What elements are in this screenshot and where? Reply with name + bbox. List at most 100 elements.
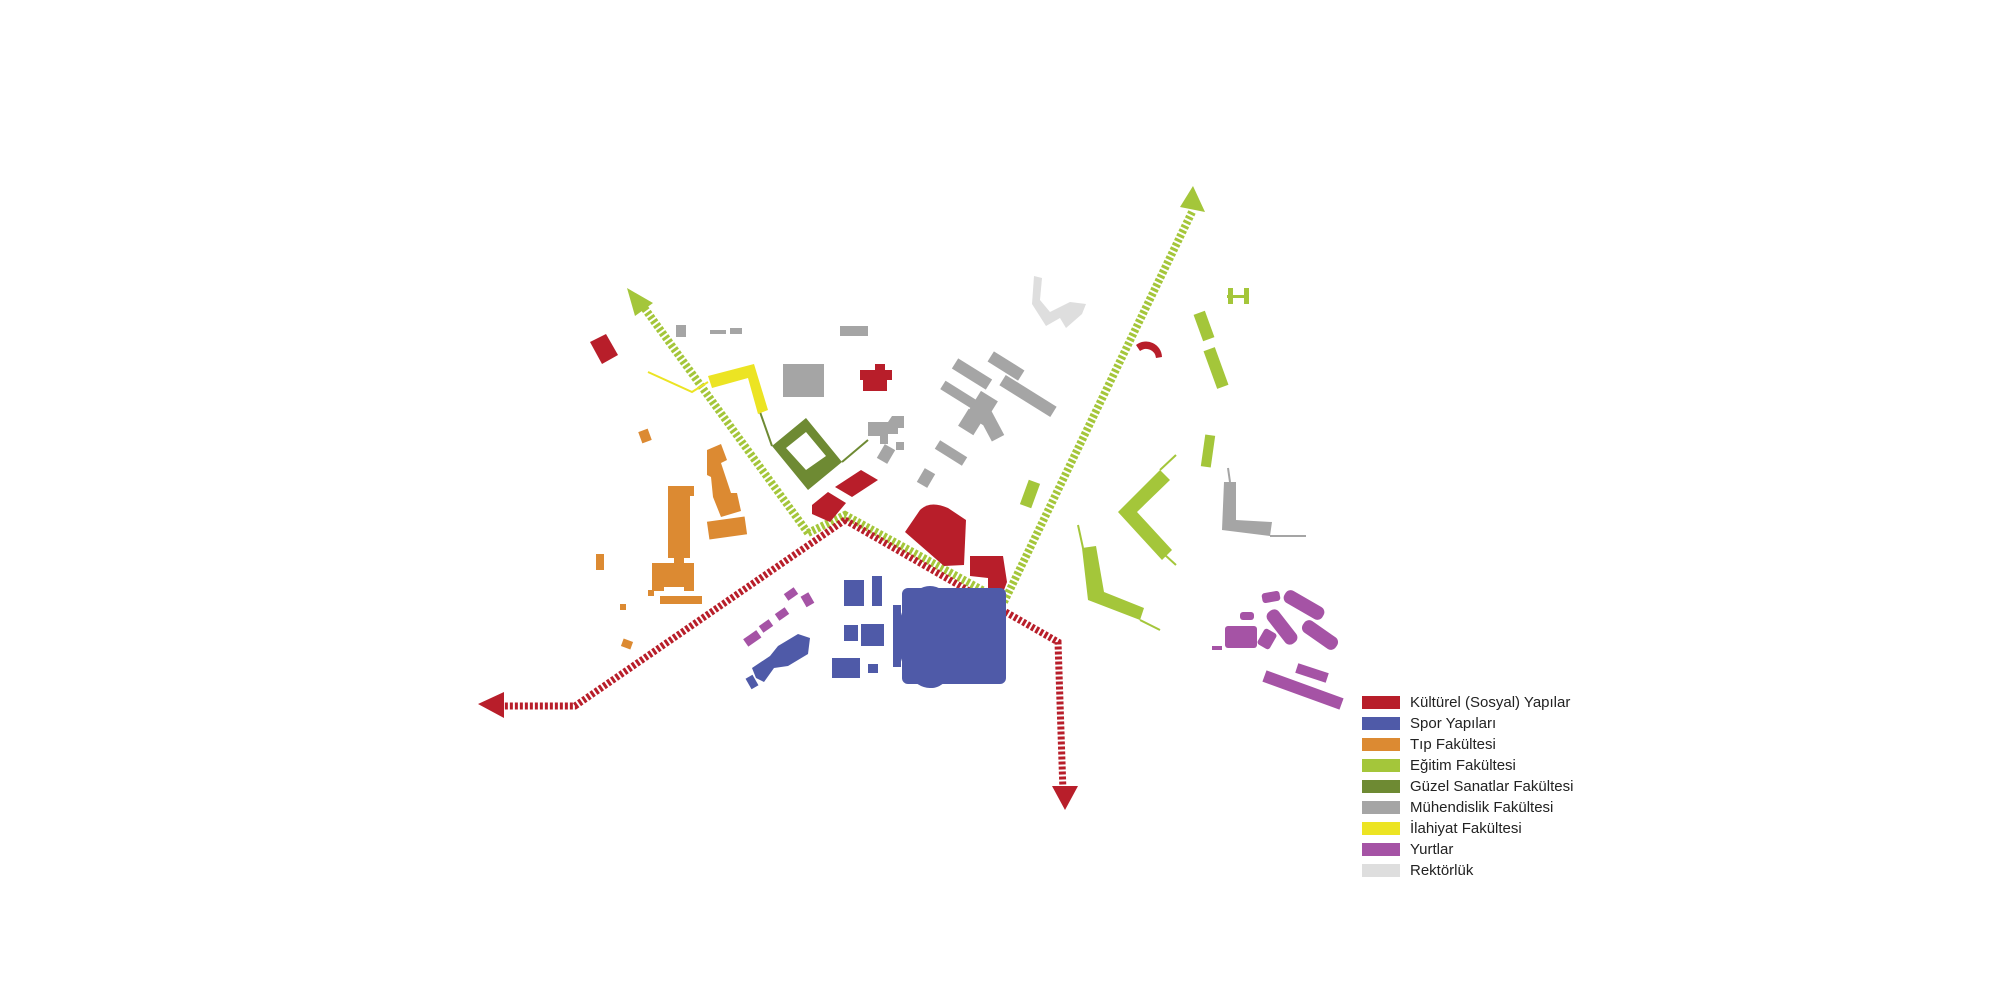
legend-swatch [1362,696,1400,709]
legend-label: Kültürel (Sosyal) Yapılar [1410,694,1571,711]
medical-building [620,604,626,610]
red-arrow-south-icon [1052,786,1078,810]
sports-building [868,664,878,673]
engineering-building [710,330,726,334]
cultural-building [590,334,618,364]
sports-building [844,580,864,606]
engineering-building [916,468,936,488]
stadium [898,586,962,688]
dormitory-building [1212,646,1222,650]
fine-arts-building [772,418,842,490]
rectorate-building [1032,276,1086,328]
legend-item: Güzel Sanatlar Fakültesi [1362,776,1622,797]
green-axis-northwest [636,299,812,536]
education-path [1139,619,1161,631]
legend-item: İlahiyat Fakültesi [1362,818,1622,839]
education-building [1019,479,1041,509]
green-arrow-northwest-icon [627,288,653,316]
dormitory-building [1266,609,1298,645]
legend-label: Güzel Sanatlar Fakültesi [1410,778,1574,795]
legend-swatch [1362,780,1400,793]
medical-building [668,486,694,564]
dormitory-building [800,592,815,608]
medical-building [638,428,652,444]
legend-item: Kültürel (Sosyal) Yapılar [1362,692,1622,713]
fine-arts-path [759,411,773,447]
legend-label: Eğitim Fakültesi [1410,757,1516,774]
fine-arts-faculty-buildings [759,411,869,490]
cultural-building [835,470,878,497]
dormitory-building [1225,626,1257,648]
legend-item: Mühendislik Fakültesi [1362,797,1622,818]
engineering-building [958,408,984,436]
legend-label: Spor Yapıları [1410,715,1497,732]
dormitory-building [1261,590,1281,604]
engineering-building [676,325,686,337]
medical-faculty-buildings [596,428,748,650]
legend-label: Rektörlük [1410,862,1474,879]
cultural-building [812,492,846,522]
legend-swatch [1362,717,1400,730]
green-axis-routes [636,210,1196,606]
legend-item: Tıp Fakültesi [1362,734,1622,755]
rectorate-buildings [1032,276,1086,328]
sports-building [832,658,860,678]
dormitory-building [1295,663,1329,683]
education-path [1164,554,1177,566]
sports-buildings [745,576,1006,690]
medical-building [620,638,634,650]
medical-building [706,516,748,540]
engineering-building [977,408,1005,442]
dormitory-building [774,607,790,621]
medical-building [660,596,702,604]
engineering-building [783,364,824,397]
engineering-building [940,380,978,410]
medical-building [596,554,604,570]
cultural-building [1136,341,1162,358]
sports-building [752,634,810,682]
stadium-stand-west [893,605,901,667]
engineering-building [934,440,968,466]
dormitory-building [1240,612,1254,620]
education-faculty-buildings [1019,288,1249,631]
education-building [1227,295,1249,298]
theology-path [647,371,709,394]
legend-swatch [1362,738,1400,751]
engineering-path [1227,467,1231,483]
legend-label: Tıp Fakültesi [1410,736,1496,753]
engineering-building [987,351,1025,381]
engineering-building [896,442,904,450]
green-axis-center [806,510,1006,606]
legend-swatch [1362,843,1400,856]
dormitory-building [783,587,799,601]
dormitory-building [1283,590,1325,620]
dormitory-building [758,619,774,633]
medical-building [707,444,741,517]
red-axis-east [843,516,1067,793]
legend-item: Eğitim Fakültesi [1362,755,1622,776]
education-building [1082,546,1144,620]
sports-building [745,674,759,690]
legend-item: Yurtlar [1362,839,1622,860]
engineering-building [730,328,742,334]
education-path [1077,524,1084,549]
legend-swatch [1362,801,1400,814]
fine-arts-path [841,439,869,463]
engineering-building [876,444,896,464]
legend-swatch [1362,864,1400,877]
engineering-building [840,326,868,336]
engineering-building [951,358,993,390]
engineering-building [868,416,904,444]
green-axis-northeast [1000,210,1196,604]
cultural-building [860,364,892,391]
legend-item: Rektörlük [1362,860,1622,881]
education-building [1118,470,1172,560]
sports-building [844,625,858,641]
theology-building [708,364,768,414]
sports-building [861,624,884,646]
legend-label: İlahiyat Fakültesi [1410,820,1522,837]
dormitory-building [743,630,762,647]
stadium-stand-east [958,605,966,667]
